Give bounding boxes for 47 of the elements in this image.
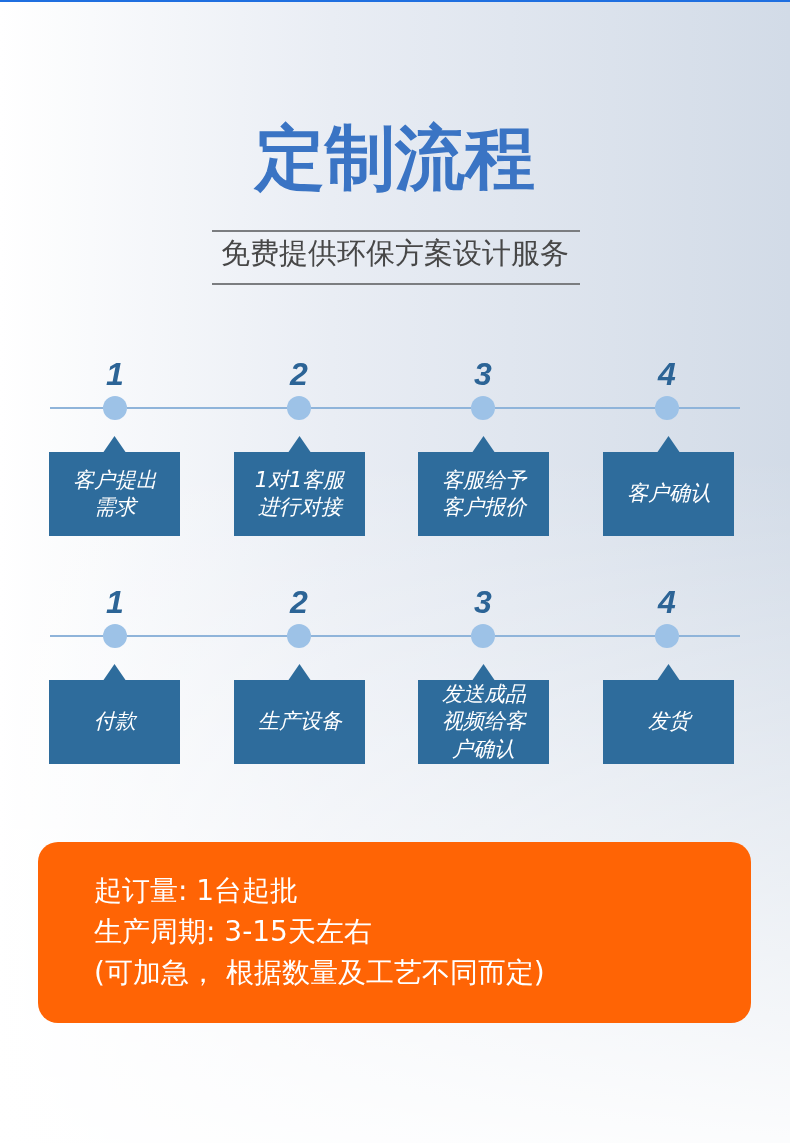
timeline-dot (471, 624, 495, 648)
callout-box (49, 436, 180, 536)
timeline-line (310, 635, 472, 637)
timeline-dot (287, 396, 311, 420)
info-text: (可加急， 根据数量及工艺不同而定) (94, 955, 545, 991)
step-number: 2 (290, 586, 308, 618)
step-number: 3 (474, 586, 492, 618)
timeline-line (49, 635, 104, 637)
info-panel (38, 842, 751, 1023)
title: 定制流程 (255, 116, 535, 200)
callout-box (418, 664, 549, 764)
timeline-dot (103, 624, 127, 648)
callout-box (234, 664, 365, 764)
callout-box (234, 436, 365, 536)
step-label: 客户提出需求 (71, 466, 158, 521)
info-text: 生产周期: 3-15天左右 (94, 914, 372, 950)
info-text: 起订量: 1台起批 (94, 873, 299, 909)
timeline-dot (103, 396, 127, 420)
subtitle: 免费提供环保方案设计服务 (221, 236, 569, 271)
step-number: 4 (658, 358, 676, 390)
timeline-line (678, 407, 741, 409)
step-number: 1 (106, 586, 124, 618)
timeline-line (494, 407, 656, 409)
step-label: 发送成品视频给客户确认 (440, 681, 528, 763)
timeline-line (126, 635, 288, 637)
callout-box (603, 664, 734, 764)
timeline-dot (655, 624, 679, 648)
timeline-line (49, 407, 104, 409)
step-number: 2 (290, 358, 308, 390)
step-label: 1对1客服进行对接 (253, 466, 346, 521)
timeline-dot (287, 624, 311, 648)
timeline-line (494, 635, 656, 637)
timeline-dot (471, 396, 495, 420)
step-number: 1 (106, 358, 124, 390)
timeline-dot (655, 396, 679, 420)
timeline-line (310, 407, 472, 409)
step-number: 3 (474, 358, 492, 390)
timeline-line (678, 635, 741, 637)
step-label: 生产设备 (257, 708, 342, 736)
step-label: 客户确认 (626, 480, 711, 508)
callout-box (418, 436, 549, 536)
step-number: 4 (658, 586, 676, 618)
step-label: 客服给予客户报价 (440, 466, 529, 521)
timeline-line (126, 407, 288, 409)
callout-box (49, 664, 180, 764)
callout-box (603, 436, 734, 536)
step-label: 付款 (93, 708, 136, 736)
